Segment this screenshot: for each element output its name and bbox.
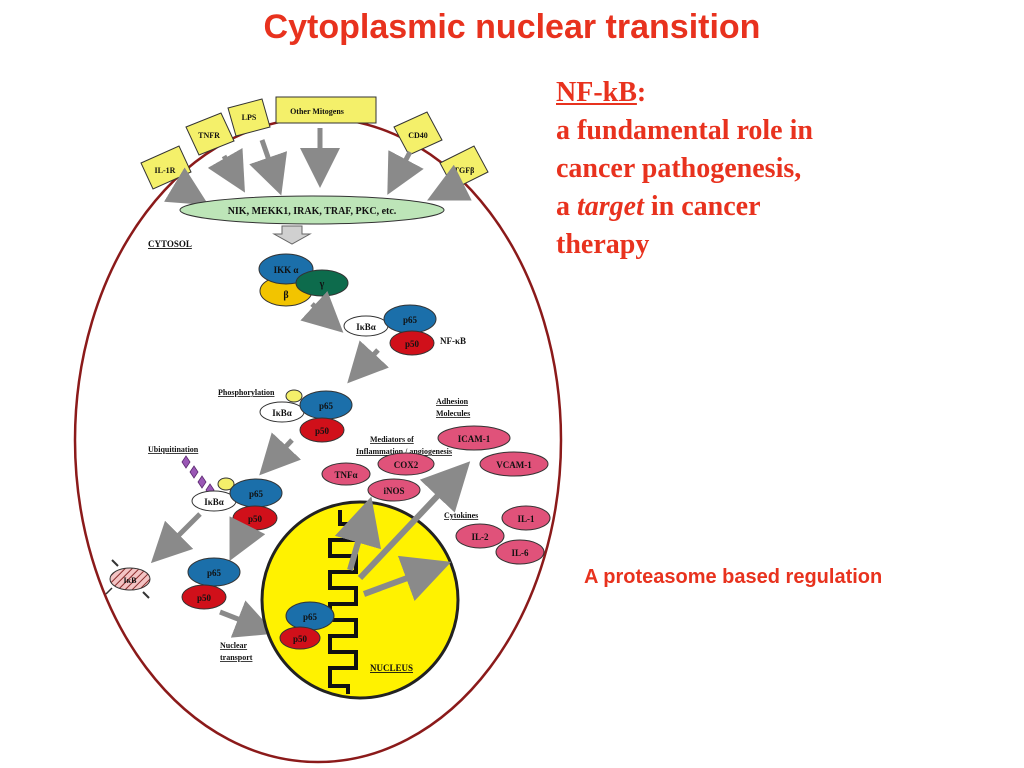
adhesion-label-2: Molecules — [436, 409, 470, 418]
ikba-label-3: IκBα — [204, 497, 224, 507]
nfkb-complex-nuclear: p65 p50 — [279, 601, 335, 650]
slide-title: Cytoplasmic nuclear transition — [263, 8, 761, 46]
body-line-2: cancer pathogenesis, — [556, 153, 802, 184]
target-il6: IL-6 — [495, 539, 545, 565]
target-tnfa: TNFα — [321, 462, 371, 486]
receptor-tnfr-label: TNFR — [198, 131, 220, 140]
nuclear-transport-label-1: Nuclear — [220, 641, 248, 650]
nfkb-complex-ubiquitinated: IκBα p65 p50 — [191, 477, 283, 531]
p50-label-5: p50 — [293, 634, 308, 644]
gene-expression-arrows — [334, 461, 471, 601]
dna-strand — [328, 510, 358, 694]
body-line-3-pre: a — [556, 191, 577, 222]
target-il2: IL-2 — [455, 523, 505, 549]
ikba-label-2: IκBα — [272, 408, 292, 418]
receptor-tnfr: TNFR — [185, 112, 235, 156]
receptor-lps-label: LPS — [242, 113, 257, 122]
nfkb-heading: NF-kB — [556, 77, 637, 108]
target-icam1-label: ICAM-1 — [458, 434, 491, 444]
nfkb-complex-inactive: IκBα p65 p50 NF-κB — [343, 304, 466, 356]
receptor-cd40-label: CD40 — [408, 131, 428, 140]
ubiquitination-label: Ubiquitination — [148, 445, 199, 454]
arrow-to-free-nfkb — [229, 516, 266, 561]
target-inos-label: iNOS — [383, 486, 404, 496]
target-il2-label: IL-2 — [471, 532, 489, 542]
ikk-beta-label: β — [283, 290, 288, 301]
footnote: A proteasome based regulation — [584, 566, 883, 588]
mediators-label-2: Inflammation / angiogenesis — [356, 447, 452, 456]
arrow-ikk-to-nfkb — [300, 290, 344, 333]
target-il1: IL-1 — [501, 505, 551, 531]
nfkb-complex-phosphorylated: IκBα p65 p50 — [259, 389, 353, 443]
arrow-to-ubiquitination — [259, 432, 302, 476]
p65-label-5: p65 — [303, 612, 318, 622]
body-line-3: a target in cancer — [556, 188, 886, 226]
target-il1-label: IL-1 — [517, 514, 535, 524]
p50-label-1: p50 — [405, 339, 420, 349]
receptor-il1r: IL-1R — [140, 145, 192, 190]
nuclear-transport-label-2: transport — [220, 653, 253, 662]
receptor-tgfb-label: TGFβ — [454, 166, 475, 175]
body-line-4: therapy — [556, 229, 650, 260]
adhesion-label-1: Adhesion — [436, 397, 469, 406]
target-inos: iNOS — [367, 478, 421, 502]
target-icam1: ICAM-1 — [437, 425, 511, 451]
body-line-1: a fundamental role in — [556, 115, 813, 146]
p65-label-3: p65 — [249, 489, 264, 499]
target-vcam1: VCAM-1 — [479, 451, 549, 477]
p65-label-2: p65 — [319, 401, 334, 411]
nfkb-heading-line: NF-kB: — [556, 74, 886, 112]
body-line-3-emphasis: target — [577, 191, 644, 222]
nfkb-complex-free: p65 p50 — [181, 557, 241, 610]
receptor-cd40: CD40 — [393, 111, 443, 156]
receptor-il1r-label: IL-1R — [155, 166, 176, 175]
kinase-down-arrow — [272, 225, 312, 245]
target-cox2-label: COX2 — [394, 460, 419, 470]
degraded-ikb-label: IκB — [124, 576, 138, 585]
target-tnfa-label: TNFα — [334, 470, 357, 480]
arrow-to-degradation — [150, 512, 202, 564]
mediators-label-1: Mediators of — [370, 435, 414, 444]
arrow-nuclear-transport — [219, 600, 276, 638]
receptor-arrows — [163, 128, 472, 206]
ikk-complex: IKK α β γ — [258, 253, 349, 307]
receptor-lps: LPS — [227, 98, 271, 137]
nfkb-description: NF-kB: a fundamental role in cancer path… — [556, 74, 886, 264]
ikk-gamma-label: γ — [319, 279, 325, 290]
ikk-alpha-label: IKK α — [274, 265, 299, 275]
p65-label-4: p65 — [207, 568, 222, 578]
p50-label-2: p50 — [315, 426, 330, 436]
cytokines-label: Cytokines — [444, 511, 478, 520]
receptor-other-mitogens-label: Other Mitogens — [290, 107, 344, 116]
nucleus-label: NUCLEUS — [370, 663, 413, 673]
p50-label-3: p50 — [248, 514, 263, 524]
target-vcam1-label: VCAM-1 — [496, 460, 532, 470]
nfkb-label: NF-κB — [440, 336, 466, 346]
ubiquitin-chain — [181, 455, 215, 497]
degraded-ikb: IκB — [105, 559, 151, 599]
body-line-3-post: in cancer — [643, 191, 761, 222]
heading-colon: : — [636, 77, 647, 108]
arrow-to-phosphorylation — [347, 340, 390, 384]
target-il6-label: IL-6 — [511, 548, 529, 558]
phosphorylation-label: Phosphorylation — [218, 388, 275, 397]
cytosol-label: CYTOSOL — [148, 239, 192, 249]
receptor-other-mitogens: Other Mitogens — [275, 96, 377, 124]
kinase-bar-label: NIK, MEKK1, IRAK, TRAF, PKC, etc. — [228, 206, 397, 217]
p65-label-1: p65 — [403, 315, 418, 325]
ikba-label-1: IκBα — [356, 322, 376, 332]
kinase-bar: NIK, MEKK1, IRAK, TRAF, PKC, etc. — [179, 195, 445, 225]
p50-label-4: p50 — [197, 593, 212, 603]
receptor-tgfb: TGFβ — [439, 145, 489, 190]
target-cox2: COX2 — [377, 452, 435, 476]
